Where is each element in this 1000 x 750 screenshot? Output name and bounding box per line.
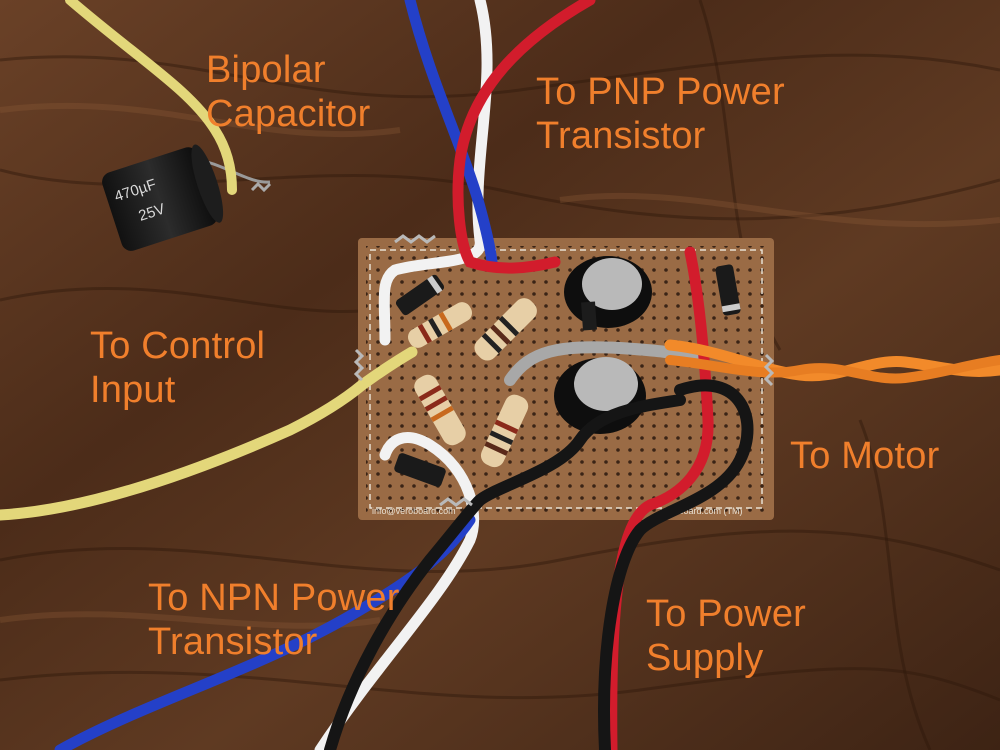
label-line: Input bbox=[90, 369, 176, 411]
label-line: Transistor bbox=[148, 621, 318, 663]
diodes bbox=[394, 264, 741, 487]
wire-yellow-top bbox=[65, 0, 237, 195]
label-line: Transistor bbox=[536, 115, 706, 157]
resistors bbox=[407, 298, 537, 468]
wire-orange-motor bbox=[664, 339, 1000, 384]
label-control-input: To Control Input bbox=[90, 324, 265, 412]
label-line: Bipolar bbox=[206, 49, 326, 91]
label-line: Supply bbox=[646, 637, 764, 679]
label-line: Capacitor bbox=[206, 93, 371, 135]
wire-yellow-control bbox=[0, 346, 418, 521]
wire-gray-jumper bbox=[504, 341, 706, 386]
label-bipolar-capacitor: Bipolar Capacitor bbox=[206, 48, 370, 136]
label-line: To Motor bbox=[790, 435, 940, 477]
label-npn-transistor: To NPN Power Transistor bbox=[148, 576, 400, 664]
label-motor: To Motor bbox=[790, 434, 939, 478]
wire-blue-top bbox=[404, 0, 498, 268]
board-capacitors bbox=[554, 256, 652, 434]
label-line: To PNP Power bbox=[536, 71, 785, 113]
label-line: To Control bbox=[90, 325, 266, 367]
wire-joints bbox=[353, 234, 775, 507]
label-power-supply: To Power Supply bbox=[646, 592, 806, 680]
wire-black-power bbox=[598, 379, 754, 750]
wire-red-top bbox=[452, 0, 596, 274]
label-line: To NPN Power bbox=[148, 577, 400, 619]
wire-black-bottom bbox=[324, 394, 686, 750]
board-brand-right: Veroboard.com (TM) bbox=[660, 506, 743, 516]
wire-white-bottom bbox=[314, 432, 480, 750]
label-pnp-transistor: To PNP Power Transistor bbox=[536, 70, 785, 158]
label-line: To Power bbox=[646, 593, 807, 635]
board-brand-left: info@veroboard.com bbox=[372, 506, 456, 516]
